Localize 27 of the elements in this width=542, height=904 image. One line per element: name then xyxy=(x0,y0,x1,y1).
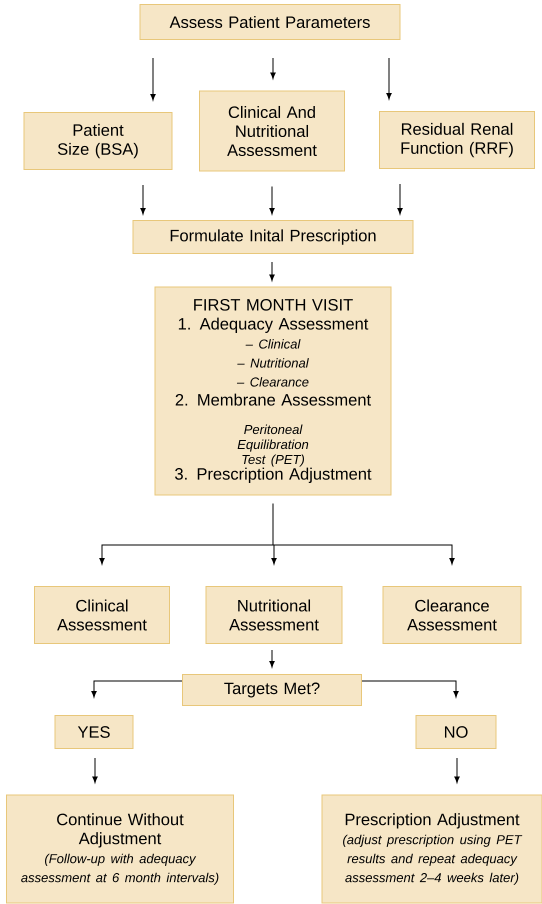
process-box: Nutritional Assessment xyxy=(206,586,342,644)
arrow xyxy=(362,680,459,698)
process-box: Patient Size (BSA) xyxy=(24,112,172,170)
process-box: Residual Renal Function (RRF) xyxy=(379,111,535,169)
arrow xyxy=(397,184,403,214)
process-box: Targets Met? xyxy=(182,674,362,706)
process-box: Prescription Adjustment (adjust prescription using PET results and repeat adequacy assessment 2–4 weeks later) xyxy=(322,794,542,904)
arrow xyxy=(269,186,275,214)
process-box: NO xyxy=(416,715,496,749)
process-box: Clearance Assessment xyxy=(382,586,522,644)
process-box: Clinical Assessment xyxy=(34,586,170,644)
arrow xyxy=(454,758,460,783)
arrow xyxy=(150,58,156,100)
process-box: FIRST MONTH VISIT 1. Adequacy Assessment – Clinical – Nutritional – Clearance 2. Membrane Assessment Peritoneal Equilibration Test (PET) 3. Prescription Adjustment xyxy=(154,286,392,496)
arrow xyxy=(269,262,275,281)
process-box: Formulate Inital Prescription xyxy=(132,220,414,254)
arrow xyxy=(92,758,98,783)
arrow xyxy=(386,58,392,100)
process-box: Assess Patient Parameters xyxy=(140,4,400,40)
arrow xyxy=(91,680,182,698)
process-box: YES xyxy=(54,715,134,749)
process-box: Clinical And Nutritional Assessment xyxy=(199,90,345,172)
process-box: Continue Without Adjustment (Follow-up with adequacy assessment at 6 month intervals) xyxy=(6,794,234,904)
arrow xyxy=(272,503,455,564)
arrow xyxy=(140,184,146,214)
arrow xyxy=(270,58,276,79)
arrow xyxy=(269,650,275,668)
